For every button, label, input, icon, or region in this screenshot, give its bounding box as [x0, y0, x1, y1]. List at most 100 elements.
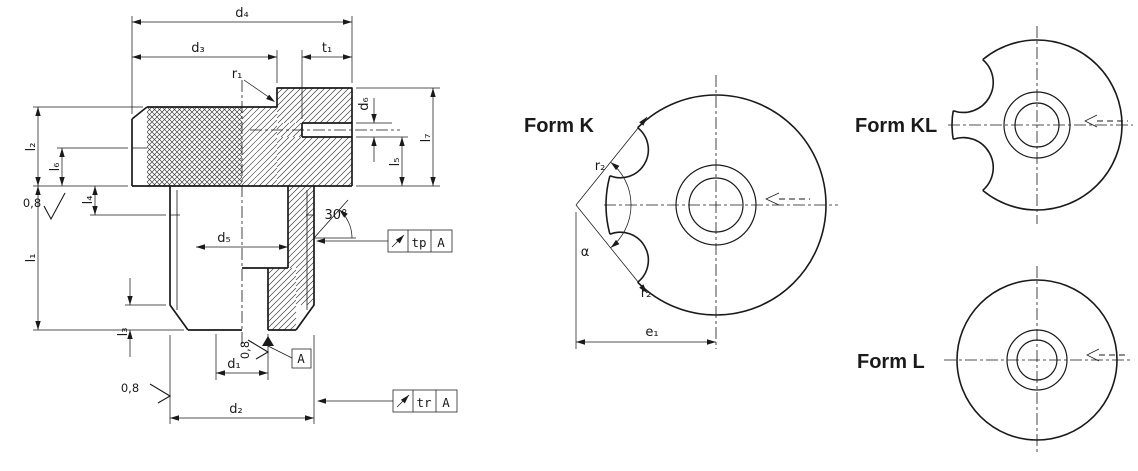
hatch-line: [246, 155, 278, 187]
hatch-line: [207, 151, 243, 187]
hatch-line: [241, 137, 278, 174]
dim-label-t1: t₁: [322, 41, 332, 56]
hatch-line: [295, 267, 315, 287]
hatch-line: [206, 106, 243, 143]
dim-label-alpha: α: [581, 245, 590, 260]
hatch-line: [146, 116, 217, 187]
hatch-line: [267, 267, 281, 281]
hatch-line: [151, 106, 232, 187]
hatch-line: [146, 121, 212, 187]
roughness-value-bore: 0,8: [238, 341, 252, 359]
hatch-line: [276, 136, 296, 156]
arrowhead: [59, 148, 65, 157]
runout-tr-value: tr: [416, 395, 432, 410]
arrowhead: [430, 88, 436, 97]
hatch-line: [301, 87, 338, 124]
hatch-line: [300, 291, 315, 306]
dimension-lines: [33, 16, 716, 424]
alpha-angle-arc: [610, 162, 632, 248]
hatch-line: [276, 87, 308, 119]
arrowhead: [259, 370, 268, 376]
arrowhead: [196, 244, 205, 250]
hatch-line: [307, 261, 315, 269]
form-kl-title: Form KL: [855, 115, 937, 137]
dim-label-r2-lower: r₂: [641, 286, 652, 301]
hatch-line: [306, 297, 315, 306]
hatch-line: [217, 161, 243, 187]
hatch-line: [276, 122, 284, 130]
arrowhead: [279, 244, 288, 250]
hatch-line: [287, 237, 315, 265]
hatch-line: [329, 163, 353, 187]
hatch-line: [313, 87, 350, 124]
hatch-line: [276, 136, 290, 150]
dim-label-d1: d₁: [227, 357, 240, 372]
hatch-line: [146, 126, 207, 187]
arrowhead: [430, 177, 436, 186]
hatch-line: [226, 106, 243, 123]
hatch-line: [241, 125, 278, 162]
hatch-line: [323, 157, 353, 187]
hatch-line: [287, 195, 315, 223]
hatch-line: [276, 87, 296, 107]
hatch-line: [231, 106, 243, 118]
runout-tr-datum: A: [442, 395, 450, 410]
hatch-line: [146, 166, 167, 187]
arrowhead: [92, 186, 98, 195]
hatch-line: [337, 108, 353, 124]
hatch-line: [305, 139, 353, 187]
hatch-line: [162, 106, 243, 187]
arrowhead: [305, 415, 314, 421]
hatch-line: [295, 267, 303, 275]
hatch-line: [276, 87, 290, 101]
arrowhead: [639, 284, 647, 293]
runout-tp-value: tp: [411, 235, 426, 250]
arrowhead: [343, 19, 352, 25]
hatch-line: [146, 171, 162, 187]
form-l-title: Form L: [857, 351, 925, 373]
form-kl-notch-erase: [951, 58, 984, 192]
hatch-line: [281, 136, 332, 187]
hatch-line: [146, 161, 172, 187]
hatch-line: [292, 127, 303, 138]
arrowhead: [35, 107, 41, 116]
hatch-line: [241, 131, 278, 168]
hatch-line: [146, 141, 192, 187]
form-k-title: Form K: [524, 115, 595, 137]
hatch-line: [335, 169, 353, 187]
hatch-line: [287, 189, 315, 217]
indicator-dashes: [779, 120, 1128, 356]
hatch-line: [147, 106, 228, 187]
arrowhead: [371, 137, 377, 146]
form-kl-notch-arcs: [952, 58, 995, 192]
hatch-line: [241, 106, 261, 126]
hatch-line: [287, 219, 315, 247]
hatch-line: [156, 106, 237, 187]
arrowhead: [127, 330, 133, 339]
hatch-line: [307, 87, 344, 124]
hatch-line: [295, 279, 315, 299]
arrowhead: [399, 137, 405, 146]
hatch-line: [289, 323, 297, 331]
hatch-line: [325, 96, 353, 124]
hatch-line: [241, 119, 278, 156]
arrowhead: [216, 370, 225, 376]
hatch-line: [287, 185, 295, 193]
arrowhead: [35, 321, 41, 330]
hatch-line: [319, 90, 353, 124]
hatch-line: [341, 175, 353, 187]
dimension-arrows: [35, 19, 716, 421]
hatch-line: [295, 249, 315, 269]
arrowhead: [35, 177, 41, 186]
hatch-line: [287, 185, 307, 205]
hatch-line: [241, 106, 267, 132]
hatch-line: [276, 136, 308, 168]
feature-lines: [132, 147, 349, 310]
dim-label-d6: d₆: [357, 97, 372, 110]
hatch-line: [311, 145, 353, 187]
arrowhead: [343, 54, 352, 60]
datum-triangle: [262, 336, 274, 346]
hatch-line: [317, 151, 353, 187]
arrowhead: [132, 54, 141, 60]
arrowhead: [317, 398, 326, 404]
